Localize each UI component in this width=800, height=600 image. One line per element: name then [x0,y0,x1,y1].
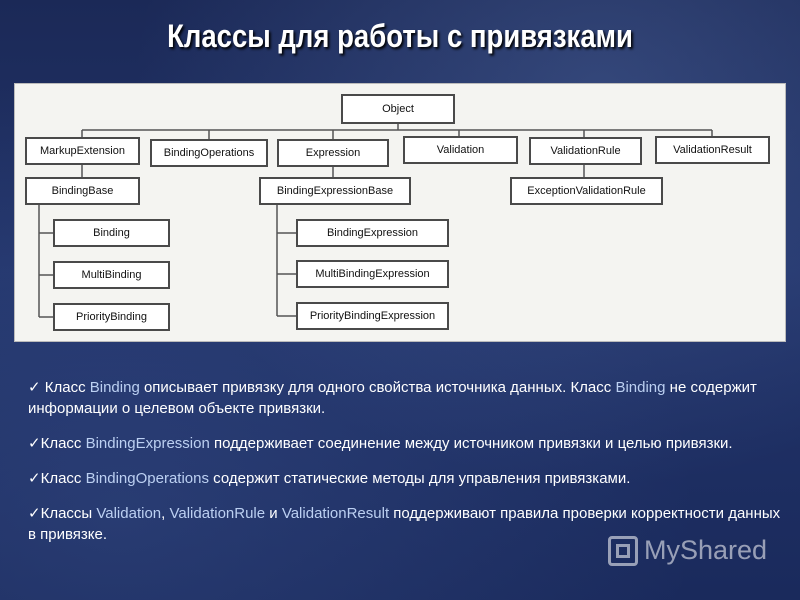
bullet-text: Класс [40,435,86,452]
bullet-list: ✓ Класс Binding описывает привязку для о… [28,377,788,559]
myshared-logo-icon [608,535,638,566]
bullet-text: поддерживает соединение между источником… [209,435,733,452]
node-markup-extension: MarkupExtension [25,137,140,165]
node-validation-result: ValidationResult [655,136,770,164]
class-name: ValidationRule [169,505,266,522]
bullet-text: , [161,505,170,522]
slide-title: Классы для работы с привязками [167,18,633,54]
bullet-item: ✓Класс BindingExpression поддерживает со… [28,433,788,454]
node-binding-expression-base: BindingExpressionBase [259,177,411,205]
connector-lines [38,124,713,318]
bullet-text: поддерживают правила проверки корректнос… [28,505,781,543]
bullet-text: Класс [40,379,90,396]
bullet-text: Класс [40,470,86,487]
node-validation-rule: ValidationRule [529,137,642,165]
node-priority-binding: PriorityBinding [53,303,170,331]
class-name: ValidationResult [281,505,390,522]
bullet-text: не содержит информации о целевом объекте… [28,379,757,417]
node-binding-operations: BindingOperations [150,139,268,167]
checkmark-icon: ✓ [28,505,41,522]
watermark-text: MyShared [644,535,768,565]
checkmark-icon: ✓ [28,435,41,452]
node-binding-base: BindingBase [25,177,140,205]
node-multi-binding-expression: MultiBindingExpression [296,260,449,288]
checkmark-icon: ✓ [28,379,41,396]
watermark-logo: MyShared [608,535,767,566]
node-priority-binding-expression: PriorityBindingExpression [296,302,449,330]
checkmark-icon: ✓ [28,470,41,487]
node-multi-binding: MultiBinding [53,261,170,289]
class-name: Binding [615,379,666,396]
node-binding: Binding [53,219,170,247]
bullet-item: ✓ Класс Binding описывает привязку для о… [28,377,788,419]
bullet-text: и [265,505,282,522]
class-name: BindingOperations [85,470,209,487]
node-validation: Validation [403,136,518,164]
bullet-text: содержит статические методы для управлен… [209,470,631,487]
bullet-item: ✓Классы Validation, ValidationRule и Val… [28,503,788,545]
class-name: Validation [96,505,162,522]
class-name: Binding [89,379,140,396]
bullet-text: Классы [40,505,97,522]
node-expression: Expression [277,139,389,167]
class-hierarchy-diagram: Object MarkupExtension BindingOperations… [14,83,786,342]
class-name: BindingExpression [85,435,210,452]
bullet-item: ✓Класс BindingOperations содержит статич… [28,468,788,489]
node-binding-expression: BindingExpression [296,219,449,247]
bullet-text: описывает привязку для одного свойства и… [139,379,616,396]
node-exception-validation-rule: ExceptionValidationRule [510,177,663,205]
node-object: Object [341,94,455,124]
